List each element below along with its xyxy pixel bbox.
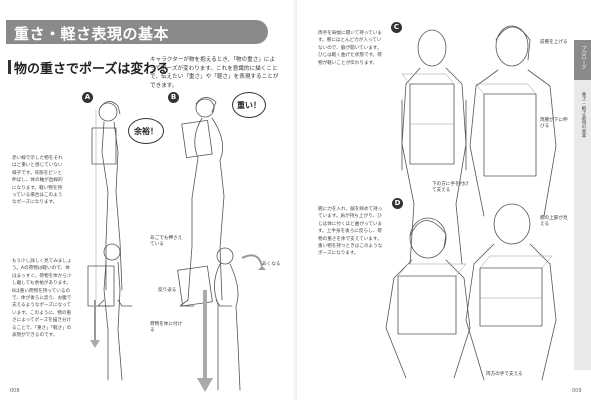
page-number-right: 009 (572, 388, 582, 394)
callout-support-bottom: 下の方に手を付けて支える (432, 182, 469, 193)
marker-d: D (392, 198, 403, 209)
callout-chin: あごでも押さえている (150, 236, 183, 247)
marker-a: A (82, 92, 93, 103)
left-page (0, 0, 295, 400)
speech-bubble-b: 重い！ (232, 92, 266, 118)
callout-lean-back: 反り返る (158, 288, 177, 293)
marker-b: B (168, 92, 179, 103)
figure-d-drawn-sketch (385, 217, 471, 379)
side-tab-chapter-bg (574, 80, 591, 370)
left-text-top: 赤い線で示した物をそれほど重いと感じていない様子です。背筋をピンと伸ばし、体の軸… (12, 156, 63, 206)
side-tab-section: プロローグ (581, 46, 586, 69)
right-text-top: 両手を肩幅に開いて持っています。腕にほとんど力が入っていないので、脇が開いていま… (318, 31, 382, 66)
figure-a-lower-sketch (87, 243, 123, 381)
callout-arms-down: 両腕が下に伸びる (540, 118, 568, 129)
figure-d-wireframe-sketch (465, 203, 557, 381)
marker-c: C (391, 22, 402, 33)
page-gutter (294, 0, 297, 400)
callout-body-contact: 荷物を体に付ける (150, 322, 183, 333)
page-subtitle: 物の重さでポーズは変わる (7, 58, 169, 77)
left-text-bottom: もう少し詳しく見てみましょう。Aの荷物は軽いので、体はまっすぐ。荷物を体から少し… (12, 259, 72, 339)
speech-bubble-a: 余裕！ (128, 118, 164, 144)
figure-b-sketch (179, 97, 233, 307)
figure-c-drawn-sketch (469, 25, 557, 217)
side-tab-section-bg (574, 40, 591, 80)
figure-b-lower-sketch (177, 247, 266, 392)
callout-arms: あくなる (262, 262, 281, 267)
intro-text: キャラクターが物を抱えるとき、「物の重さ」によってポーズが変わります。これを意識… (150, 57, 279, 89)
side-tab-chapter: 重さ・軽さ表現の基本 (581, 92, 586, 138)
right-text-bottom: 腕に力を入れ、脇を締めて持っています。肩が持ち上がり、ひじは体に付くほど曲がって… (318, 207, 383, 257)
figure-c-wireframe-sketch (401, 29, 467, 265)
title-bar (6, 20, 268, 44)
callout-upper-arm: 腕の上部が見える (540, 216, 568, 227)
chapter-side-tab: プロローグ 重さ・軽さ表現の基本 (574, 40, 591, 370)
callout-both-hands: 両方の手で支える (486, 372, 523, 377)
right-page (296, 0, 591, 400)
page-title: 重さ・軽さ表現の基本 (14, 25, 170, 43)
callout-forearm: 前腕を上げる (540, 40, 568, 45)
page-number-left: 008 (10, 388, 20, 394)
